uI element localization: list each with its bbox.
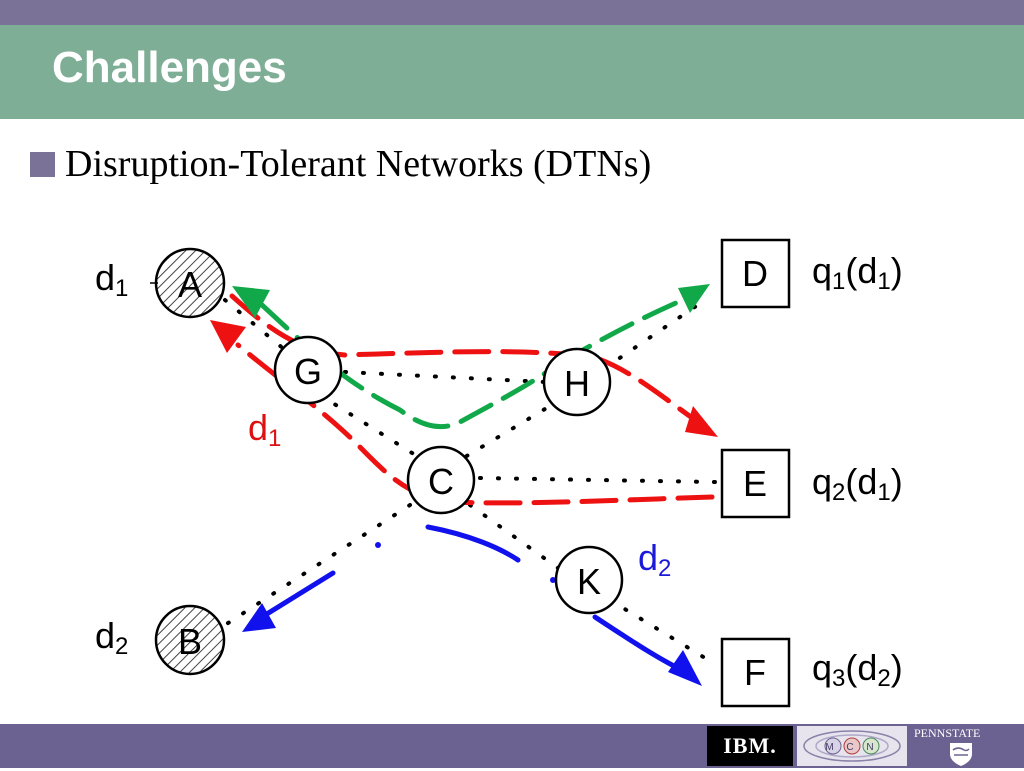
svg-text:H: H <box>564 363 590 404</box>
label-q2: q2(d1) <box>812 461 903 506</box>
node-e: E <box>720 448 791 519</box>
svg-text:B: B <box>178 621 202 662</box>
node-d: D <box>720 238 791 309</box>
svg-text:F: F <box>744 652 766 693</box>
label-d2-at-b: d2 <box>95 615 128 660</box>
label-d1-at-a: d1 <box>95 257 128 302</box>
link-g-h <box>343 370 547 384</box>
bullet-square-icon <box>30 152 55 177</box>
pennstate-text: PENNSTATE <box>914 726 981 740</box>
link-g-c <box>318 393 422 460</box>
dtn-diagram: A B G H C K D E F d1 d2 d1 d2 q1(d1) q2(… <box>95 238 903 708</box>
blue-path-k-f <box>592 614 689 675</box>
red-arrow-to-e <box>685 406 718 437</box>
mcn-logo: M C N <box>797 726 907 766</box>
node-g: G <box>273 335 343 405</box>
blue-arrow-to-f <box>668 650 702 686</box>
label-d2-blue: d2 <box>638 537 671 582</box>
node-b: B <box>154 604 226 676</box>
link-k-f <box>608 598 707 660</box>
red-path-to-e <box>229 293 698 423</box>
node-h: H <box>542 347 612 417</box>
bullet-text: Disruption-Tolerant Networks (DTNs) <box>65 143 652 185</box>
svg-text:E: E <box>743 463 767 504</box>
svg-text:A: A <box>178 264 202 305</box>
link-h-d <box>603 298 707 370</box>
link-h-c <box>458 398 562 462</box>
blue-path-c-k <box>425 524 521 563</box>
link-c-b <box>223 503 412 627</box>
green-arrow-to-d <box>678 284 710 313</box>
link-c-k <box>468 503 560 570</box>
top-band <box>0 0 1024 25</box>
label-q3: q3(d2) <box>812 647 903 692</box>
node-c: C <box>406 445 476 515</box>
node-k: K <box>554 545 624 615</box>
blue-dot-2 <box>550 577 556 583</box>
pennstate-logo: PENNSTATE <box>910 726 1024 768</box>
ibm-logo: IBM. <box>707 726 793 766</box>
svg-text:D: D <box>742 253 768 294</box>
label-q1: q1(d1) <box>812 250 903 295</box>
label-d1-red: d1 <box>248 407 281 452</box>
blue-dot-1 <box>375 542 381 548</box>
blue-path-to-b <box>259 570 336 620</box>
pennstate-shield-icon <box>950 743 972 766</box>
link-c-e <box>478 476 717 484</box>
svg-text:G: G <box>294 351 322 392</box>
red-arrow-to-a <box>210 320 246 353</box>
green-arrow-to-a <box>232 286 270 318</box>
node-f: F <box>720 637 791 708</box>
svg-text:K: K <box>577 561 601 602</box>
slide-title: Challenges <box>52 43 287 92</box>
mcn-logo-text: M C N <box>825 742 878 753</box>
node-a: A <box>154 247 226 319</box>
blue-arrow-to-b <box>242 603 276 632</box>
title-band <box>0 25 1024 119</box>
svg-text:C: C <box>428 461 454 502</box>
